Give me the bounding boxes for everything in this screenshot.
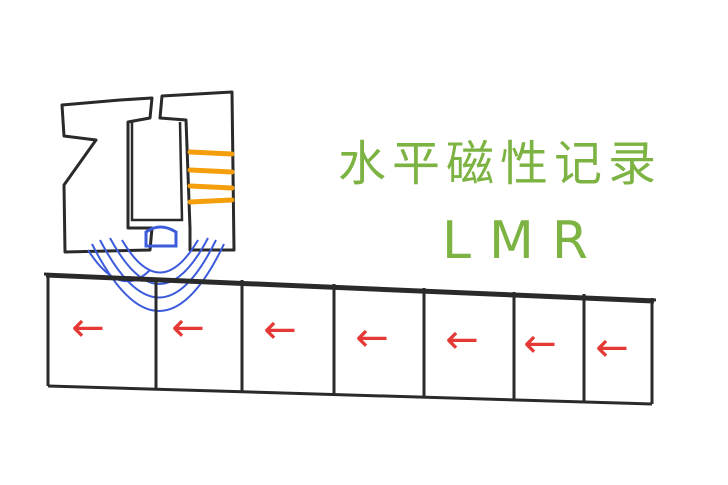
title-lmr: LMR xyxy=(442,211,606,271)
write-head-right-yoke xyxy=(158,90,236,252)
magnetization-arrow: ← xyxy=(263,307,297,353)
head-pole-tip xyxy=(144,225,178,248)
magnetization-arrow: ← xyxy=(445,317,479,363)
recording-medium xyxy=(43,272,657,406)
magnetization-arrow: ← xyxy=(355,315,389,361)
magnetic-field-lines xyxy=(87,237,225,312)
write-head-left-yoke xyxy=(60,96,154,254)
magnetization-arrow: ← xyxy=(171,305,205,351)
title-chinese: 水平磁性记录 xyxy=(338,136,663,192)
magnetization-arrows: ← ← ← ← ← ← ← xyxy=(71,305,629,371)
magnetization-arrow: ← xyxy=(523,321,557,367)
coil-windings xyxy=(187,149,235,205)
magnetization-arrow: ← xyxy=(71,305,105,351)
write-head-inner-gap xyxy=(130,120,184,222)
magnetization-arrow: ← xyxy=(595,325,629,371)
